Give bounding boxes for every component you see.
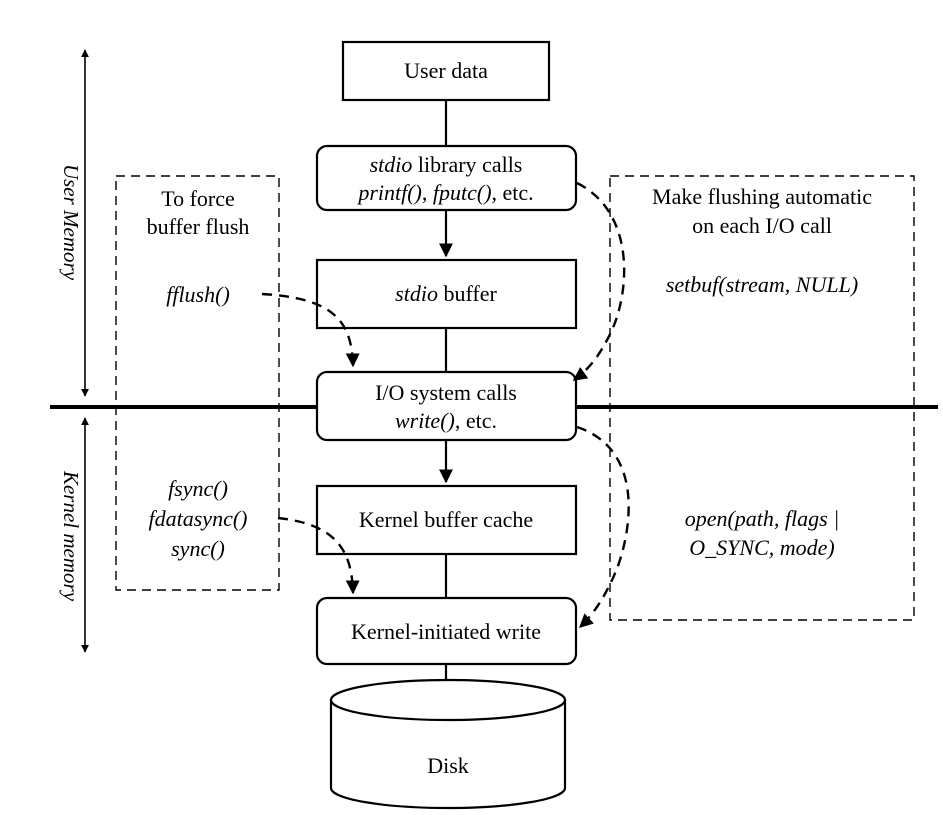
fsync-to-kernel-write-arrow <box>277 516 360 595</box>
stdio-buffer-term: stdio <box>395 281 438 306</box>
sync-call: sync() <box>171 536 225 561</box>
disk-cylinder <box>329 678 567 810</box>
kernel-initiated-write-label: Kernel-initiated write <box>351 619 541 644</box>
stdio-to-iocalls-arrow <box>572 181 626 381</box>
automatic-flush-panel <box>609 175 915 621</box>
write-etc-text: , etc. <box>455 408 497 433</box>
library-calls-text: library calls <box>412 152 522 177</box>
auto-flush-title-line2: on each I/O call <box>692 213 832 238</box>
stdio-buffer-box <box>315 258 578 330</box>
auto-flush-title-line1: Make flushing automatic <box>652 184 872 209</box>
kernel-buffer-cache-box <box>315 484 578 556</box>
write-func: write() <box>395 408 455 433</box>
iocalls-to-kernel-write-arrow <box>576 425 630 628</box>
etc-text: , etc. <box>492 180 534 205</box>
io-system-calls-line2: write(), etc. <box>395 408 497 433</box>
printf-func: printf() <box>356 180 422 205</box>
fputc-func: fputc() <box>433 180 492 205</box>
force-flush-panel <box>115 175 280 591</box>
disk-label: Disk <box>427 753 469 778</box>
stdio-term: stdio <box>370 152 413 177</box>
force-flush-title-line2: buffer flush <box>147 214 250 239</box>
stdio-library-calls-line2: printf(), fputc(), etc. <box>356 180 533 205</box>
kernel-initiated-write-box <box>315 596 578 666</box>
force-flush-title-line1: To force <box>161 186 235 211</box>
io-system-calls-line1: I/O system calls <box>375 380 517 405</box>
func-separator: , <box>422 180 433 205</box>
kernel-buffer-cache-label: Kernel buffer cache <box>359 507 533 532</box>
setbuf-call: setbuf(stream, NULL) <box>666 272 858 297</box>
kernel-memory-label: Kernel memory <box>59 470 83 602</box>
open-call-line1: open(path, flags | <box>685 506 840 531</box>
open-call-line2: O_SYNC, mode) <box>689 535 834 560</box>
fflush-call: fflush() <box>166 282 230 307</box>
stdio-library-calls-box <box>315 144 578 212</box>
buffer-text: buffer <box>438 281 498 306</box>
user-data-box <box>341 40 551 102</box>
stdio-library-calls-line1: stdio library calls <box>370 152 523 177</box>
user-data-label: User data <box>404 58 488 83</box>
fsync-call: fsync() <box>168 476 228 501</box>
io-system-calls-box <box>315 370 578 442</box>
stdio-buffer-label: stdio buffer <box>395 281 497 306</box>
fdatasync-call: fdatasync() <box>149 506 248 531</box>
user-memory-label: User Memory <box>59 164 83 281</box>
fflush-to-iocalls-arrow <box>261 292 360 368</box>
